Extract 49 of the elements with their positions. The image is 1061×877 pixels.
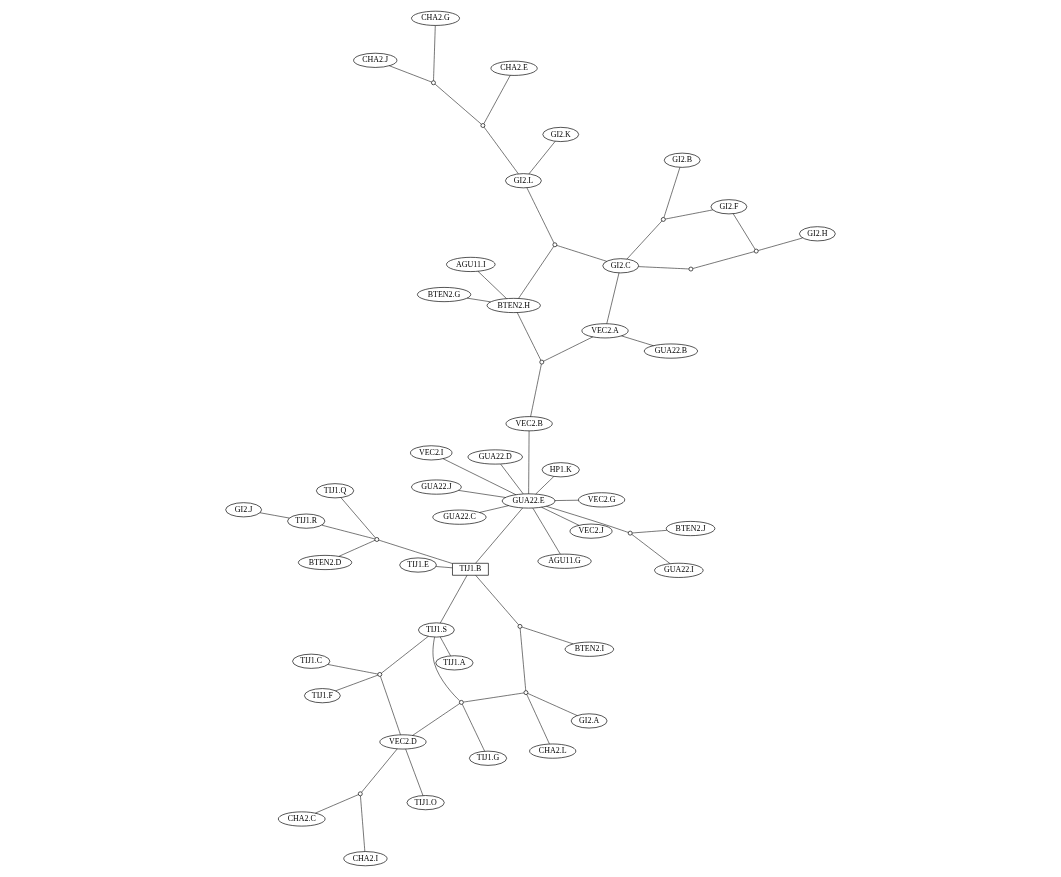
connector (412, 703, 460, 736)
node-circle (480, 123, 486, 128)
connector (338, 540, 376, 557)
connector (483, 75, 511, 124)
connector (535, 476, 555, 495)
connector (462, 704, 485, 752)
connector (757, 237, 803, 251)
node-circle (688, 266, 694, 272)
connector (378, 539, 453, 564)
node-circle (431, 80, 436, 86)
connector (315, 794, 359, 814)
connector (556, 245, 608, 262)
connector (541, 506, 580, 526)
connector (381, 636, 429, 674)
connector (435, 566, 453, 569)
connector (517, 312, 542, 361)
connector (463, 692, 525, 703)
node-circle (539, 359, 545, 365)
node-circle (753, 248, 759, 254)
connector (340, 497, 376, 539)
connector (631, 530, 668, 534)
connector (527, 693, 578, 716)
node-circle (627, 530, 633, 536)
connector (518, 246, 554, 299)
connector (259, 512, 290, 519)
connector (519, 628, 526, 691)
connector (543, 336, 594, 362)
connector (530, 363, 542, 417)
node-circle (517, 624, 523, 629)
node-circle (374, 537, 380, 542)
connector (479, 505, 509, 513)
node-circle (459, 700, 464, 705)
node-circle (523, 690, 529, 695)
node-circle (661, 217, 666, 222)
connector (477, 271, 507, 299)
connector (526, 694, 550, 745)
connector (546, 506, 629, 533)
node-circle (377, 672, 383, 677)
connector (389, 65, 432, 83)
connector (360, 795, 366, 852)
node-circle (552, 242, 558, 248)
connector (483, 126, 519, 174)
connector (621, 335, 654, 346)
connector (665, 209, 713, 220)
connector (631, 534, 671, 564)
connector (732, 213, 756, 250)
node-circle (357, 791, 363, 797)
connector (458, 490, 506, 498)
connector (442, 458, 517, 495)
